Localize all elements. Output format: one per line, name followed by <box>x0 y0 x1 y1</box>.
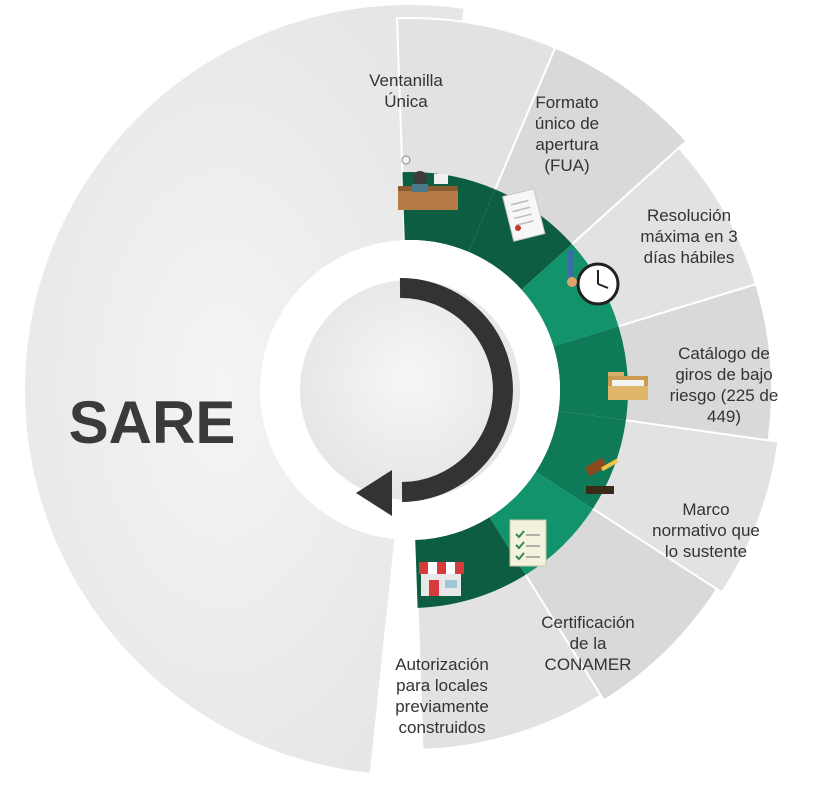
segment-label-line: normativo que <box>652 521 760 540</box>
segment-label-line: 449) <box>707 407 741 426</box>
segment-label-line: Certificación <box>541 613 635 632</box>
segment-label-line: días hábiles <box>644 248 735 267</box>
segment-label-line: Marco <box>682 500 729 519</box>
storefront-icon <box>419 562 464 596</box>
segment-label-line: Formato <box>535 93 598 112</box>
segment-label-line: único de <box>535 114 599 133</box>
segment-label-line: Única <box>384 92 428 111</box>
ring-segment <box>535 410 626 509</box>
segment-label-line: giros de bajo <box>675 365 772 384</box>
stopwatch-icon <box>567 250 620 306</box>
segment-label-line: previamente <box>395 697 489 716</box>
segment-label: Marco normativo que lo sustente <box>652 500 760 561</box>
segment-label-line: riesgo (225 de <box>670 386 779 405</box>
gavel-icon <box>584 457 619 494</box>
segment-label-line: para locales <box>396 676 488 695</box>
segment-label-line: de la <box>570 634 607 653</box>
segment-label-line: lo sustente <box>665 542 747 561</box>
segment-label: Resolución máxima en 3 días hábiles <box>640 206 737 267</box>
document-icon <box>502 188 546 242</box>
checklist-icon <box>509 519 547 567</box>
office-desk-icon <box>398 155 458 210</box>
segment-label-line: apertura <box>535 135 599 154</box>
segment-label-line: CONAMER <box>545 655 632 674</box>
segment-icons <box>398 155 648 596</box>
segment-label: Autorización para locales previamente const… <box>395 655 489 737</box>
inner-circle <box>300 280 520 500</box>
segment-label-line: construidos <box>399 718 486 737</box>
segment-label-line: Catálogo de <box>678 344 770 363</box>
segment-label-line: Resolución <box>647 206 731 225</box>
diagram-title: SARE <box>69 389 236 456</box>
segment-label: Certificación de la CONAMER <box>541 613 635 674</box>
segment-label-line: (FUA) <box>544 156 589 175</box>
segment-label: Catálogo de giros de bajo riesgo (225 de 44… <box>670 344 779 426</box>
folder-icon <box>608 372 648 400</box>
segment-label-line: máxima en 3 <box>640 227 737 246</box>
segment-label: Formato único de apertura (FUA) <box>535 93 599 175</box>
ring-segment <box>521 244 619 347</box>
cycle-arrow-icon <box>356 277 513 516</box>
segment-label-line: Ventanilla <box>369 71 443 90</box>
sare-sector <box>24 4 464 773</box>
segment-label-line: Autorización <box>395 655 489 674</box>
